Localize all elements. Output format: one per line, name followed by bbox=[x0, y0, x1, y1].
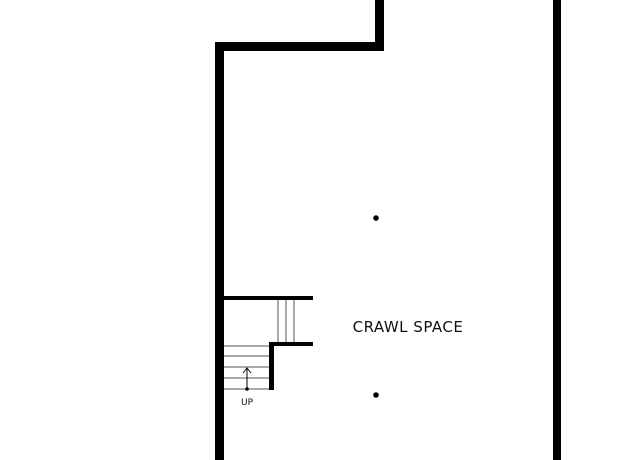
stair-mid-wall bbox=[269, 342, 313, 346]
top-wall bbox=[215, 42, 384, 51]
stair-up-label: UP bbox=[241, 398, 254, 408]
stair-inner-wall bbox=[269, 342, 274, 390]
right-wall bbox=[553, 0, 561, 460]
stair-up-arrow bbox=[242, 367, 252, 388]
stair-top-wall bbox=[224, 296, 313, 300]
stair-arrow-dot bbox=[245, 387, 249, 391]
left-wall bbox=[215, 42, 224, 460]
support-post bbox=[373, 392, 379, 398]
support-post bbox=[373, 215, 379, 221]
walls bbox=[215, 0, 561, 460]
room-label: CRAWL SPACE bbox=[353, 318, 464, 336]
stair-treads bbox=[224, 300, 295, 390]
stair-enclosure bbox=[224, 296, 313, 390]
upper-notch-wall-vertical bbox=[375, 0, 384, 50]
